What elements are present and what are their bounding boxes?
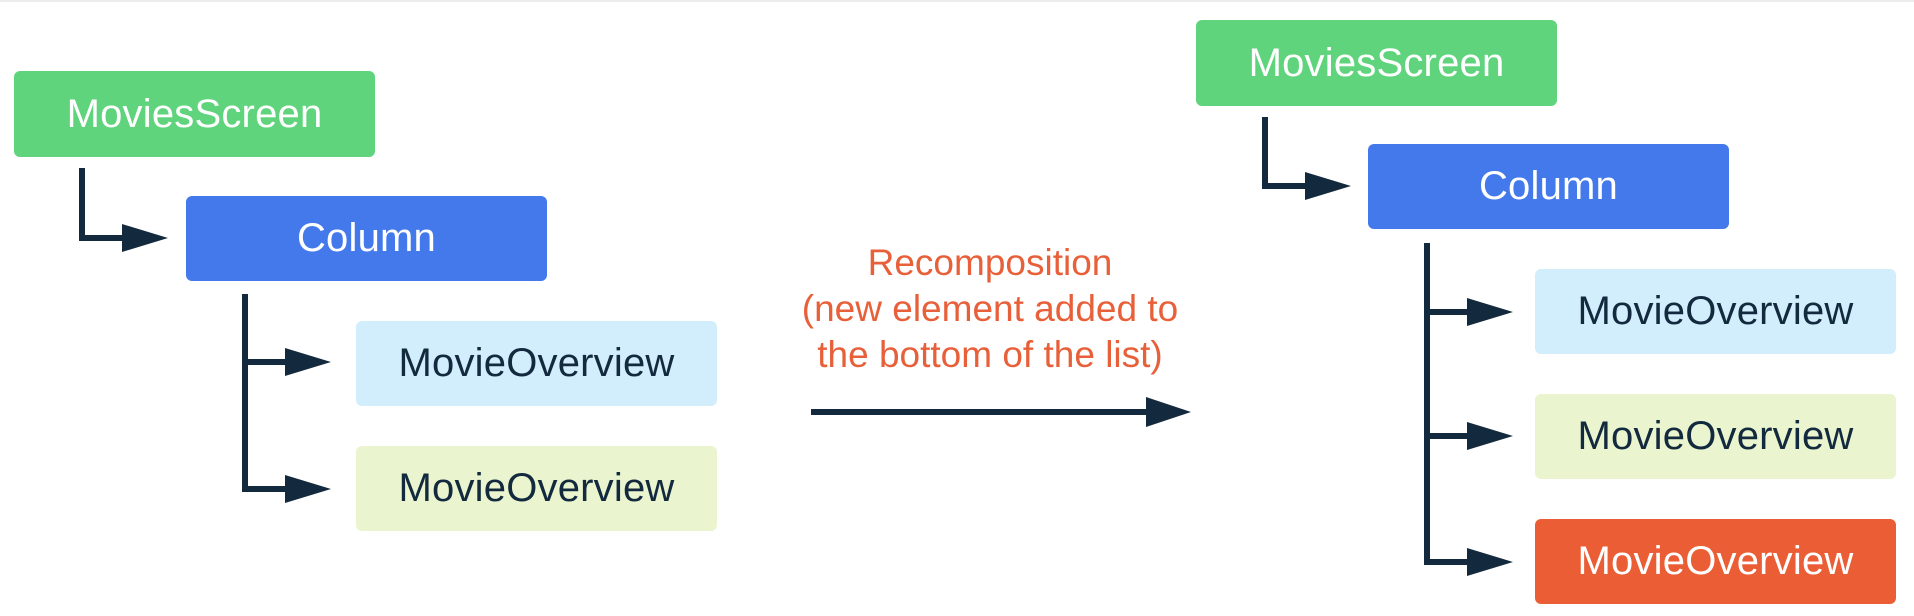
right-movie-overview-node-added: MovieOverview (1535, 519, 1896, 604)
tree-connector-arrow (285, 475, 331, 503)
left-movies-screen-node: MoviesScreen (14, 71, 375, 157)
tree-connector-arrow (1305, 172, 1351, 200)
right-movie-overview-node-1: MovieOverview (1535, 269, 1896, 354)
caption-line-1: Recomposition (867, 242, 1113, 283)
right-movie-overview-node-2: MovieOverview (1535, 394, 1896, 479)
left-movie-overview-node-1: MovieOverview (356, 321, 717, 406)
tree-connector-arrow (1467, 298, 1513, 326)
caption-line-2: (new element added to (801, 288, 1179, 329)
left-column-connector (242, 294, 288, 492)
tree-connector-arrow (122, 224, 168, 252)
left-root-connector (79, 168, 125, 241)
tree-connector-arrow (1467, 422, 1513, 450)
recomposition-arrow (1146, 397, 1191, 427)
left-movie-overview-node-2: MovieOverview (356, 446, 717, 531)
right-root-connector (1262, 117, 1308, 189)
right-column-connector (1424, 243, 1470, 565)
caption-line-3: the bottom of the list) (817, 334, 1163, 375)
right-movies-screen-node: MoviesScreen (1196, 20, 1557, 106)
tree-connector-arrow (285, 348, 331, 376)
tree-connector-arrow (1467, 548, 1513, 576)
top-divider (0, 0, 1914, 2)
recomposition-caption: Recomposition (new element added to the … (765, 240, 1215, 378)
right-column-node: Column (1368, 144, 1729, 229)
left-column-node: Column (186, 196, 547, 281)
